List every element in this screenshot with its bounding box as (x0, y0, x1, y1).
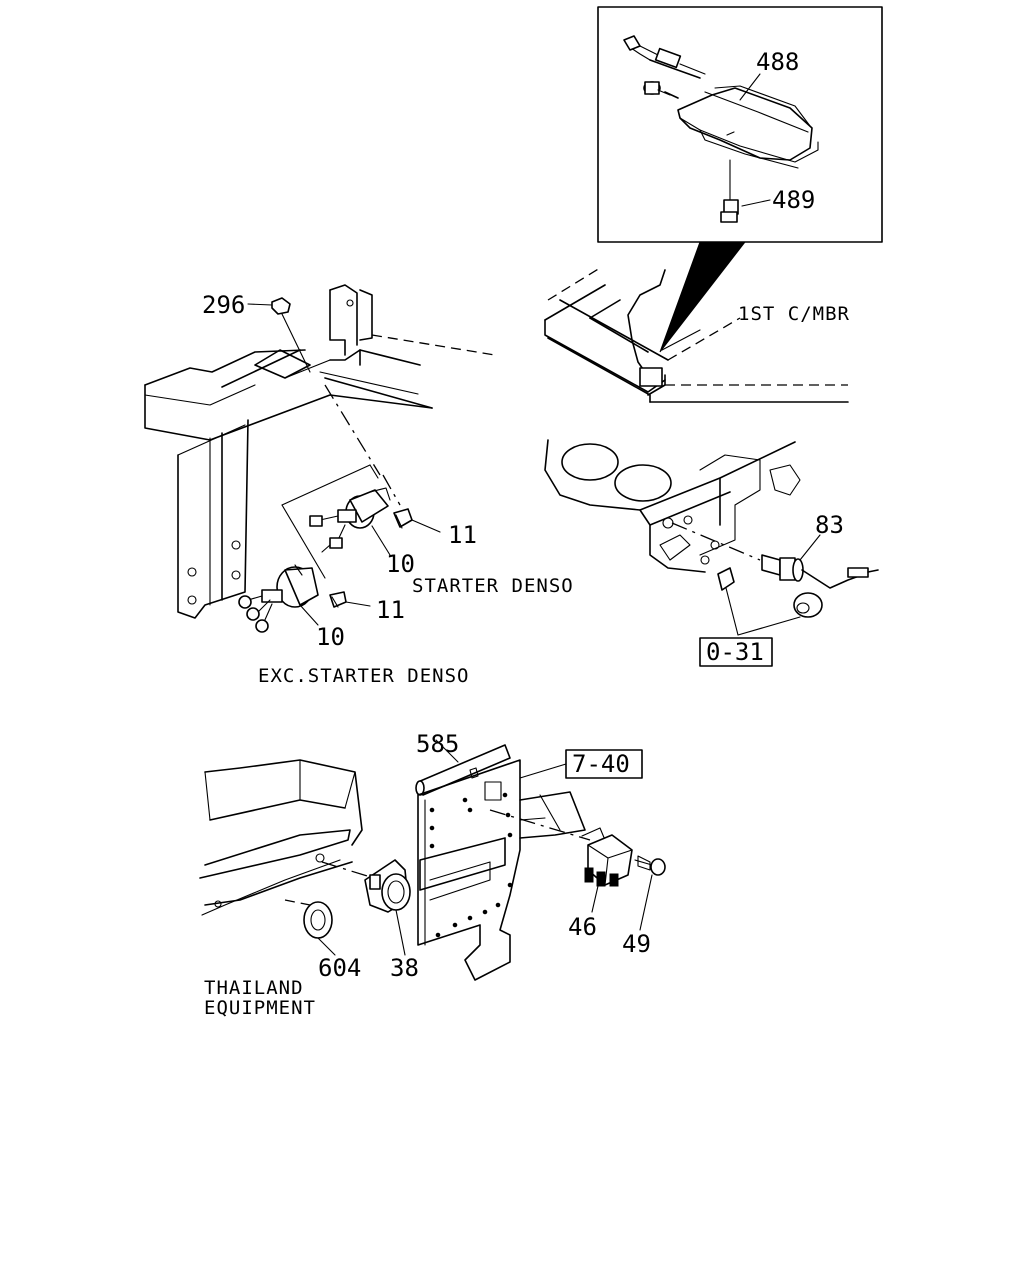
part-83-sensor (761, 534, 879, 589)
callout-604: 604 (318, 954, 361, 982)
note-thailand-line1: THAILAND (204, 977, 304, 999)
callout-585: 585 (416, 730, 459, 758)
ref-0-31: 0-31 (706, 638, 764, 666)
part-49-screw (634, 855, 666, 931)
note-first-cross-member: 1ST C/MBR (738, 303, 850, 325)
part-10-lower-relay (238, 564, 319, 633)
part-38-fan (364, 859, 411, 956)
callout-10-lower: 10 (316, 623, 345, 651)
part-604-ring (284, 899, 336, 956)
callout-38: 38 (390, 954, 419, 982)
callout-49: 49 (622, 930, 651, 958)
part-296-nut (247, 297, 311, 373)
callout-46: 46 (568, 913, 597, 941)
sensor-connector (639, 367, 663, 387)
part-585-tube (415, 739, 511, 796)
part-489-bolt (720, 159, 771, 223)
engine-block: 83 0-31 (544, 439, 879, 667)
note-starter-denso: STARTER DENSO (412, 575, 574, 597)
ref-7-40: 7-40 (572, 750, 630, 778)
part-11-upper-bolt (393, 508, 441, 533)
callout-489: 489 (772, 186, 815, 214)
callout-296: 296 (202, 291, 245, 319)
part-11-lower-bolt (329, 591, 371, 608)
mounting-plate (417, 759, 591, 981)
note-thailand-line2: EQUIPMENT (204, 997, 316, 1019)
callout-488: 488 (756, 48, 799, 76)
inset-detail: 488 489 (597, 6, 883, 353)
part-46-relay (581, 827, 633, 913)
ref-box-0-31 (699, 637, 773, 667)
callout-10-upper: 10 (386, 550, 415, 578)
frame-starter-area: 296 11 10 STARTER DENSO (144, 284, 574, 687)
part-488 (623, 35, 819, 169)
part-10-upper-relay (281, 464, 391, 579)
callout-83: 83 (815, 511, 844, 539)
thailand-equipment-area: 585 7-40 46 49 604 38 THAILAND EQUIPMENT (199, 730, 666, 1019)
inset-pointer (659, 241, 747, 353)
callout-11-upper: 11 (448, 521, 477, 549)
callout-11-lower: 11 (376, 596, 405, 624)
note-exc-starter-denso: EXC.STARTER DENSO (258, 665, 469, 687)
first-cross-member: 1ST C/MBR (544, 267, 850, 403)
